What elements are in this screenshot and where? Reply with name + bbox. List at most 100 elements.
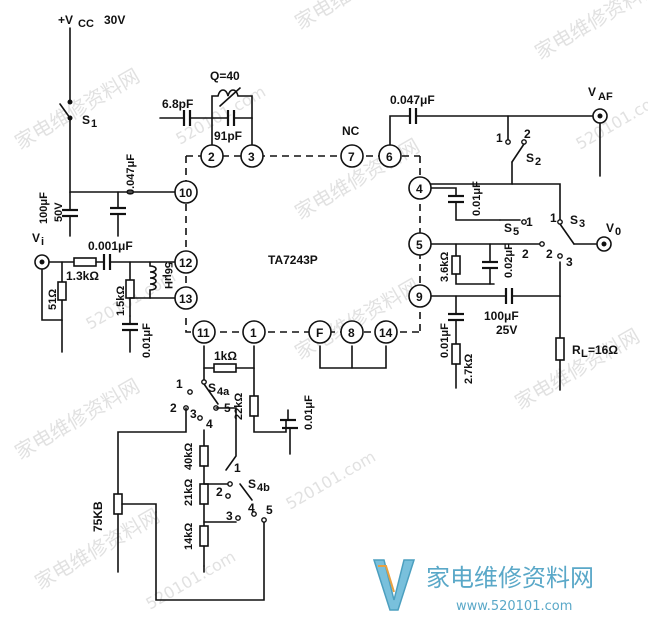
s4a-pos1: 1 (176, 377, 183, 391)
vi-label: V (32, 231, 40, 245)
chip-name: TA7243P (268, 253, 318, 267)
svg-text:3: 3 (248, 150, 255, 164)
s5-label: S (504, 221, 512, 235)
rl-value: =16Ω (588, 343, 618, 357)
svg-text:13: 13 (179, 292, 193, 306)
s4b-pos2: 2 (216, 485, 223, 499)
supply-label: +V (58, 13, 73, 27)
pin-4: 4 (408, 176, 432, 200)
s5-pos1: 1 (526, 215, 533, 229)
r-15k-label: 1.5kΩ (115, 286, 127, 316)
r-22k (249, 395, 259, 417)
pot-75k (113, 493, 123, 515)
pin-f: F (308, 320, 332, 344)
s3-label-sub: 3 (579, 218, 585, 230)
s2-label: S (526, 151, 534, 165)
svg-text:7: 7 (348, 150, 355, 164)
s2-label-sub: 2 (535, 156, 541, 168)
r-load (555, 337, 565, 361)
vo-label: V (606, 221, 614, 235)
cap-001-13-label: 0.01μF (141, 323, 153, 358)
vaf-label: V (588, 85, 596, 99)
s4b-pos1: 1 (234, 461, 241, 475)
s2-pos2: 2 (524, 127, 531, 141)
svg-text:5: 5 (416, 238, 423, 252)
watermark-url: 520101.com (143, 547, 239, 614)
pin-9: 9 (408, 284, 432, 308)
watermark-text: 家电维修资料网 (511, 324, 644, 415)
cap-001-9-label: 0.01μF (439, 323, 451, 358)
r-51 (57, 281, 67, 301)
r-21k (199, 483, 209, 505)
watermark-text: 家电维修资料网 (291, 274, 424, 365)
supply-label-sub: CC (78, 18, 94, 30)
s3-pos1: 1 (550, 211, 557, 225)
watermark-text: 家电维修资料网 (11, 64, 144, 155)
pin-13: 13 (174, 286, 198, 310)
svg-text:F: F (316, 326, 323, 340)
r-in (73, 257, 97, 267)
s2-blade (511, 143, 525, 163)
s4a-label: S (208, 381, 216, 395)
pin-5: 5 (408, 232, 432, 256)
svg-text:2: 2 (208, 150, 215, 164)
s4b-label-sub: 4b (257, 482, 270, 494)
watermark-text: 家电维修资料网 (531, 0, 648, 64)
ic-pins: 2 3 7 6 10 4 12 5 13 9 11 1 F 8 14 (174, 144, 432, 344)
r-36k-label: 3.6kΩ (439, 252, 451, 282)
s4a-pos3: 3 (190, 407, 197, 421)
logo-url: www.520101.com (456, 599, 572, 614)
svg-text:4: 4 (416, 182, 423, 196)
cap-91p-label: 91pF (214, 129, 242, 143)
s1-switch-blade (59, 103, 71, 119)
s5-pos2: 2 (522, 247, 529, 261)
cap-047-label: 0.047μF (125, 154, 137, 195)
r-14k (199, 525, 209, 547)
svg-text:6: 6 (386, 150, 393, 164)
cap-002-label: 0.02μF (503, 243, 515, 278)
pin-7: 7 (340, 144, 364, 168)
r-40k-label: 40kΩ (183, 443, 195, 470)
cap-supply-voltage: 50V (53, 202, 65, 222)
r-51-label: 51Ω (47, 289, 59, 310)
s4b-pos3: 3 (226, 509, 233, 523)
watermark-layer: 家电维修资料网 家电维修资料网 家电维修资料网 520101.com 家电维修资… (11, 0, 648, 613)
pin-14: 14 (374, 320, 398, 344)
s3-label: S (570, 213, 578, 227)
r-1k-label: 1kΩ (214, 349, 237, 363)
r-40k (199, 445, 209, 467)
q-label: Q=40 (210, 69, 240, 83)
cap-001-4-label: 0.01μF (471, 181, 483, 216)
s4a-pos4: 4 (206, 417, 213, 431)
s3-blade (559, 223, 575, 245)
s2-pos1: 1 (496, 131, 503, 145)
r-14k-label: 14kΩ (183, 523, 195, 550)
cap-100u-label: 100μF (484, 309, 519, 323)
pin-1: 1 (242, 320, 266, 344)
s4a-blade (203, 383, 219, 405)
watermark-text: 家电维修资料网 (291, 0, 424, 34)
s3-pos2: 2 (546, 247, 553, 261)
svg-text:8: 8 (348, 326, 355, 340)
s1-label: S (82, 113, 90, 127)
pin-3: 3 (240, 144, 264, 168)
svg-text:12: 12 (179, 256, 193, 270)
r-1k (213, 363, 237, 373)
watermark-url: 520101.com (283, 447, 379, 514)
svg-text:11: 11 (197, 326, 210, 340)
cap-supply-value: 100μF (38, 192, 50, 224)
rl-label: R (572, 343, 581, 357)
vaf-label-sub: AF (598, 91, 613, 103)
r-15k (125, 279, 135, 299)
s1-label-sub: 1 (91, 118, 97, 130)
cap-100u-voltage: 25V (496, 323, 517, 337)
cap-047-af-label: 0.047μF (390, 93, 435, 107)
r-in-label: 1.3kΩ (66, 269, 99, 283)
svg-text:10: 10 (179, 186, 193, 200)
pin-10: 10 (174, 180, 198, 204)
watermark-text: 家电维修资料网 (11, 374, 144, 465)
logo-mark-icon (372, 559, 416, 611)
pin-6: 6 (378, 144, 402, 168)
s4b-pos5: 5 (266, 503, 273, 517)
pin-8: 8 (340, 320, 364, 344)
